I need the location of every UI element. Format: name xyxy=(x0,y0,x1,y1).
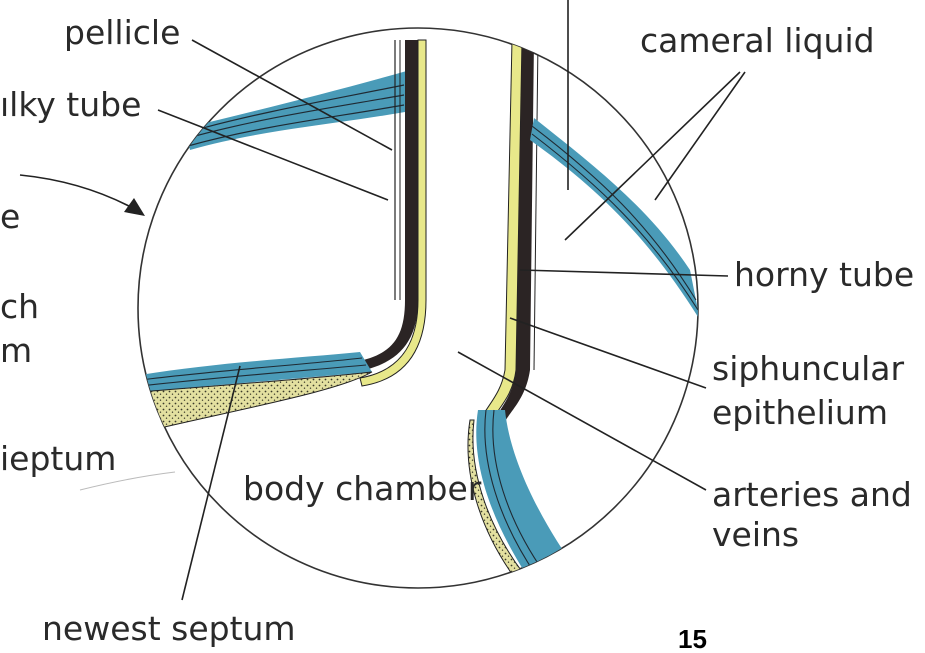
label-newest-septum: newest septum xyxy=(42,609,296,648)
horny-tube-band xyxy=(530,118,700,320)
upper-left-septum xyxy=(185,70,410,150)
siphuncular-leader xyxy=(510,318,706,388)
arrow-head xyxy=(124,198,145,216)
label-left-m: m xyxy=(0,331,32,370)
label-horny-tube: horny tube xyxy=(734,255,914,294)
right-siphuncle-wall xyxy=(478,40,538,432)
label-left-e: e xyxy=(0,197,20,236)
label-chalky-tube: ılky tube xyxy=(0,85,141,124)
horny-tube-leader xyxy=(520,270,728,276)
label-cameral-liquid: cameral liquid xyxy=(640,21,875,60)
label-left-septum: ieptum xyxy=(0,439,116,478)
cameral-leader-2 xyxy=(655,72,745,200)
label-siphuncular: siphuncular xyxy=(712,349,905,388)
left-arrow-line xyxy=(20,175,140,212)
label-left-ch: ch xyxy=(0,287,39,326)
label-veins: veins xyxy=(712,515,799,554)
label-epithelium: epithelium xyxy=(712,393,888,432)
label-pellicle: pellicle xyxy=(64,13,180,52)
page-number: 15 xyxy=(678,624,707,653)
lower-right-septum xyxy=(468,410,580,585)
newest-septum-band xyxy=(140,352,372,428)
cameral-leader-1 xyxy=(565,72,740,240)
label-arteries: arteries and xyxy=(712,475,912,514)
label-body-chamber: body chamber xyxy=(243,469,482,508)
